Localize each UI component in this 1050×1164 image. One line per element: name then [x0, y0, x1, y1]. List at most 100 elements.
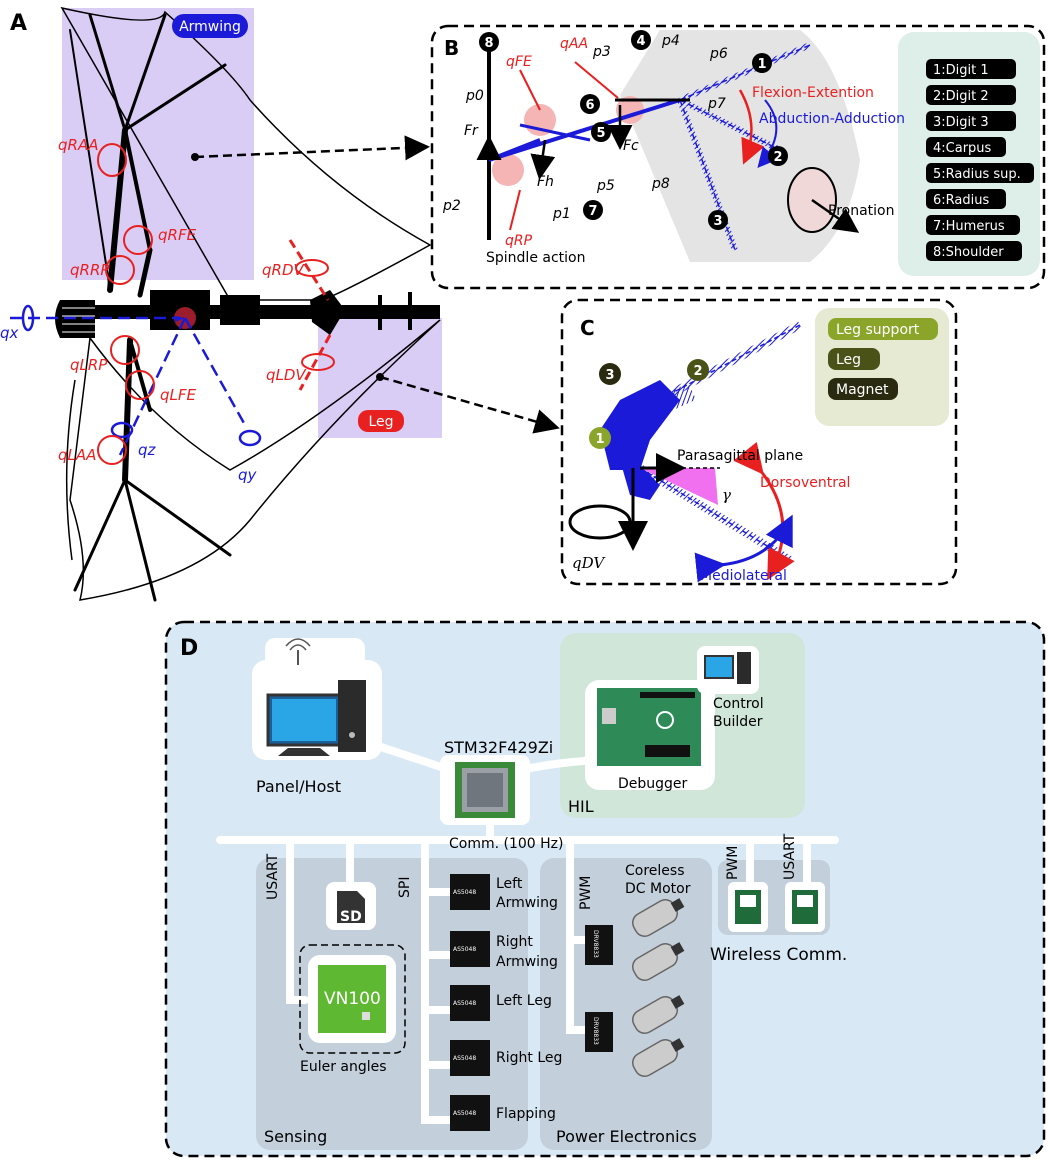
- comm-label: Comm. (100 Hz): [449, 836, 564, 852]
- right-wing-membrane: [60, 6, 432, 301]
- motor-title-line2: DC Motor: [625, 881, 691, 897]
- sensing-label: Sensing: [264, 1127, 327, 1146]
- dc-motor-4: [631, 1038, 685, 1077]
- encoder-chip-left-armwing: AS5048: [450, 874, 490, 910]
- chip-text: AS5048: [453, 946, 476, 953]
- panel-label-b: B: [444, 36, 459, 60]
- driver-text: DRV8833: [592, 1017, 599, 1045]
- power-region: [540, 858, 712, 1150]
- spindle-label: Spindle action: [486, 250, 585, 266]
- flexion-label: Flexion-Extention: [752, 85, 874, 101]
- driver-text: DRV8833: [592, 930, 599, 958]
- q-dv-right-label: qRDV: [262, 261, 305, 279]
- dc-motor-3: [631, 995, 685, 1034]
- encoder-chip-left-leg: AS5048: [450, 985, 490, 1021]
- p6-label: p6: [709, 46, 728, 62]
- p1-label: p1: [552, 206, 571, 222]
- dc-motors: [631, 898, 685, 1077]
- node-b-6: 6: [585, 98, 594, 113]
- node-c-1: 1: [595, 432, 604, 447]
- node-b-3: 3: [713, 214, 722, 229]
- parasagittal-label: Parasagittal plane: [677, 448, 803, 464]
- motor-driver-1: DRV8833: [585, 925, 613, 965]
- arrow-to-panel-c: [379, 375, 560, 434]
- q-x-label: qx: [0, 324, 19, 342]
- encoder-chips: AS5048 AS5048 AS5048 AS5048 AS5048: [450, 874, 490, 1131]
- p2-label: p2: [442, 198, 461, 214]
- pwm2-label: PWM: [725, 846, 741, 880]
- wireless-label: Wireless Comm.: [710, 945, 847, 965]
- node-b-8: 8: [484, 36, 493, 51]
- encoder-chip-right-leg: AS5048: [450, 1040, 490, 1076]
- control-builder-icon: [697, 646, 759, 694]
- encoder-right-armwing-1: Right: [496, 934, 533, 950]
- dorsoventral-label: Dorsoventral: [760, 475, 850, 491]
- panel-a: A: [0, 6, 560, 602]
- q-rp-right-label: qRRP: [70, 261, 110, 279]
- sd-card-icon: [326, 882, 376, 930]
- legend-b-4: 4:Carpus: [933, 141, 992, 156]
- armwing-tag: [172, 14, 248, 38]
- node-b-2: 2: [773, 150, 782, 165]
- panel-c-nodes: 1 2 3: [589, 359, 709, 449]
- q-aa-left-label: qLAA: [58, 446, 96, 464]
- legend-c-leg: Leg: [836, 352, 861, 368]
- legend-b-8: 8:Shoulder: [933, 245, 1004, 260]
- panel-label-a: A: [10, 11, 27, 36]
- p8-label: p8: [651, 176, 670, 192]
- motor-title-line1: Coreless: [625, 863, 685, 879]
- chip-text: AS5048: [453, 1000, 476, 1007]
- encoder-chip-right-armwing: AS5048: [450, 931, 490, 967]
- p7-label: p7: [707, 96, 726, 112]
- q-fe-left-label: qLFE: [160, 386, 197, 404]
- motor-driver-chips: DRV8833 DRV8833: [585, 925, 613, 1052]
- encoder-left-leg: Left Leg: [496, 993, 552, 1009]
- legend-b-6: 6:Radius: [933, 193, 989, 208]
- q-dv-label: qDV: [572, 554, 606, 572]
- mediolateral-label: Mediolateral: [700, 568, 787, 584]
- legend-b-3: 3:Digit 3: [933, 115, 989, 130]
- encoder-left-armwing-1: Left: [496, 876, 523, 892]
- control-builder-line1: Control: [713, 696, 764, 712]
- q-dv-left-label: qLDV: [266, 366, 307, 384]
- q-rp-label: qRP: [505, 233, 533, 249]
- node-b-4: 4: [636, 34, 645, 49]
- f-r-label: Fr: [464, 123, 479, 139]
- gamma-label: γ: [722, 486, 731, 504]
- f-c-label: Fc: [623, 138, 639, 154]
- usart-label: USART: [265, 853, 281, 900]
- arduino-debugger-icon: [585, 680, 715, 790]
- encoder-right-leg: Right Leg: [496, 1050, 562, 1066]
- hil-label: HIL: [568, 797, 594, 816]
- p3-label: p3: [592, 44, 611, 60]
- motor-driver-2: DRV8833: [585, 1012, 613, 1052]
- legend-c-magnet-swatch: [828, 378, 898, 400]
- mcu-label: STM32F429Zi: [444, 738, 553, 757]
- dc-motor-1: [631, 898, 685, 937]
- encoder-flapping: Flapping: [496, 1106, 556, 1122]
- pc-icon: [252, 638, 382, 760]
- node-b-7: 7: [588, 204, 597, 219]
- vn100-imu-icon: [308, 955, 396, 1043]
- legend-b-2: 2:Digit 2: [933, 89, 989, 104]
- stm32-chip-icon: [440, 755, 530, 825]
- q-aa-label: qAA: [560, 36, 588, 52]
- q-aa-right-label: qRAA: [58, 136, 98, 154]
- panel-host-label: Panel/Host: [256, 777, 341, 796]
- pronation-label: Pronation: [828, 203, 894, 219]
- chip-text: AS5048: [453, 1055, 476, 1062]
- armwing-region: [62, 8, 254, 280]
- legend-b-1: 1:Digit 1: [933, 63, 989, 78]
- legend-b-5: 5:Radius sup.: [933, 167, 1021, 182]
- panel-label-c: C: [580, 316, 595, 340]
- armwing-mechanism: [476, 42, 860, 252]
- vn100-label: VN100: [324, 989, 381, 1009]
- panel-label-d: D: [180, 636, 198, 661]
- node-b-1: 1: [757, 57, 766, 72]
- p5-label: p5: [596, 178, 615, 194]
- encoder-left-armwing-2: Armwing: [496, 895, 558, 911]
- p4-label: p4: [661, 33, 680, 49]
- q-fe-right-label: qRFE: [158, 226, 197, 244]
- left-wing-edge: [65, 379, 76, 561]
- encoder-labels: Left Armwing Right Armwing Left Leg Righ…: [496, 876, 562, 1122]
